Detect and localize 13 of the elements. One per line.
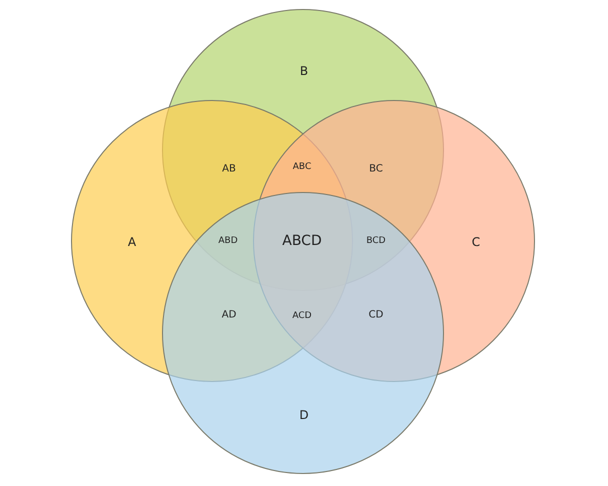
region-label: ABCD bbox=[282, 233, 322, 249]
region-label: ABD bbox=[218, 236, 238, 246]
region-label: BCD bbox=[366, 236, 386, 246]
region-label: AD bbox=[222, 310, 236, 320]
set-label: B bbox=[300, 64, 308, 78]
region-label: ACD bbox=[292, 311, 312, 321]
region-label: CD bbox=[368, 310, 384, 320]
region-label: BC bbox=[369, 164, 383, 174]
set-label: D bbox=[299, 408, 309, 422]
region-label: AB bbox=[222, 164, 236, 174]
set-label: A bbox=[128, 235, 136, 249]
region-label: ABC bbox=[292, 162, 312, 172]
set-label: C bbox=[472, 235, 480, 249]
